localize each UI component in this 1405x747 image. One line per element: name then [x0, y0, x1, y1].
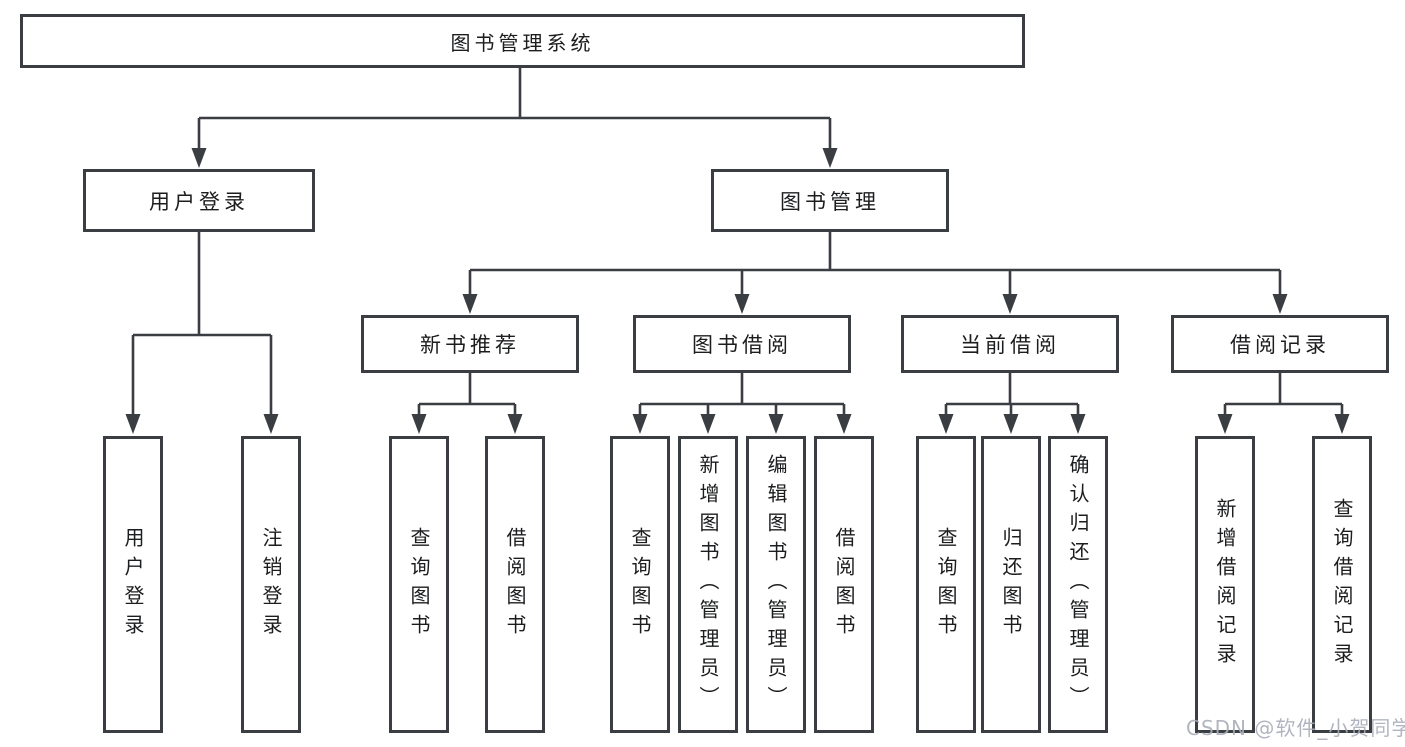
arrow-icon — [1002, 294, 1018, 314]
node-book-management: 图书管理 — [711, 169, 949, 232]
arrow-icon — [938, 414, 954, 434]
arrow-icon — [1003, 414, 1019, 434]
arrow-icon — [191, 148, 207, 168]
leaf-query-book-current: 查询图书 — [916, 436, 976, 733]
arrow-icon — [768, 414, 784, 434]
connector-new-book — [417, 373, 517, 416]
arrow-icon — [1217, 414, 1233, 434]
node-root-system: 图书管理系统 — [20, 14, 1025, 68]
arrow-icon — [1272, 294, 1288, 314]
arrow-icon — [734, 294, 750, 314]
leaf-borrow-book-recommend: 借阅图书 — [485, 436, 545, 733]
connector-user-login — [131, 232, 273, 416]
leaf-query-borrow-record: 查询借阅记录 — [1312, 436, 1372, 733]
node-new-book-recommend: 新书推荐 — [361, 315, 579, 373]
leaf-return-book: 归还图书 — [981, 436, 1041, 733]
connector-borrow-record — [1223, 373, 1344, 416]
arrowheads — [125, 148, 1350, 434]
leaf-user-login: 用户登录 — [103, 436, 163, 733]
leaf-add-book-admin: 新增图书（管理员） — [678, 436, 738, 733]
connector-book-mgmt — [468, 232, 1282, 296]
connector-current-borrow — [944, 373, 1080, 416]
csdn-watermark: CSDN @软件_小贺同学 — [1186, 716, 1405, 740]
arrow-icon — [507, 414, 523, 434]
leaf-add-borrow-record: 新增借阅记录 — [1195, 436, 1255, 733]
node-user-login: 用户登录 — [83, 169, 315, 232]
leaf-logout: 注销登录 — [241, 436, 301, 733]
node-borrow-record: 借阅记录 — [1171, 315, 1389, 373]
arrow-icon — [263, 414, 279, 434]
leaf-query-book-borrow: 查询图书 — [610, 436, 670, 733]
connector-root — [197, 68, 832, 150]
node-book-borrow: 图书借阅 — [633, 315, 851, 373]
arrow-icon — [700, 414, 716, 434]
leaf-confirm-return-admin: 确认归还（管理员） — [1048, 436, 1108, 733]
arrow-icon — [836, 414, 852, 434]
leaf-edit-book-admin: 编辑图书（管理员） — [746, 436, 806, 733]
node-current-borrow: 当前借阅 — [901, 315, 1119, 373]
arrow-icon — [125, 414, 141, 434]
arrow-icon — [462, 294, 478, 314]
connector-book-borrow — [638, 373, 846, 416]
leaf-borrow-book: 借阅图书 — [814, 436, 874, 733]
arrow-icon — [411, 414, 427, 434]
leaf-query-book-recommend: 查询图书 — [389, 436, 449, 733]
arrow-icon — [822, 148, 838, 168]
arrow-icon — [1070, 414, 1086, 434]
arrow-icon — [632, 414, 648, 434]
arrow-icon — [1334, 414, 1350, 434]
